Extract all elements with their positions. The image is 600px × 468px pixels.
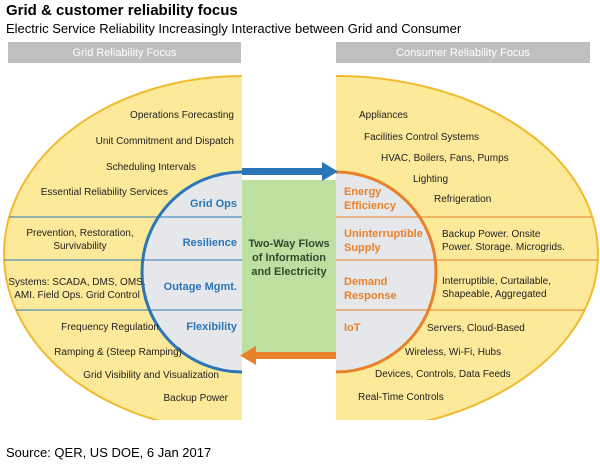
blue-arrow-head	[322, 162, 338, 181]
right-item-refrigeration: Refrigeration	[434, 194, 491, 205]
center-label-line-1: Two-Way Flows	[248, 238, 329, 250]
left-item-systems-scada: Systems: SCADA, DMS, OMS.	[8, 277, 145, 288]
right-category-supply: Supply	[344, 242, 382, 254]
right-category-iot: IoT	[344, 322, 361, 334]
blue-arrow-shaft	[242, 168, 322, 175]
right-item-power-storage: Power. Storage. Microgrids.	[442, 242, 565, 253]
left-item-unit-commitment: Unit Commitment and Dispatch	[96, 136, 234, 147]
center-label-line-3: and Electricity	[251, 266, 327, 278]
left-item-operations-forecasting: Operations Forecasting	[130, 110, 234, 121]
left-item-survivability: Survivability	[53, 241, 106, 252]
right-category-energy: Energy	[344, 186, 382, 198]
right-item-shapeable: Shapeable, Aggregated	[442, 289, 547, 300]
right-item-backup-power-onsite: Backup Power. Onsite	[442, 229, 541, 240]
left-item-essential-reliability: Essential Reliability Services	[41, 187, 168, 198]
page-title: Grid & customer reliability focus	[6, 2, 238, 19]
right-item-appliances: Appliances	[359, 110, 408, 121]
page-subtitle: Electric Service Reliability Increasingl…	[6, 21, 462, 36]
left-category-resilience: Resilience	[183, 237, 237, 249]
center-flow-band	[242, 180, 336, 355]
left-item-ami-field-ops: AMI. Field Ops. Grid Control	[14, 290, 140, 301]
right-item-servers: Servers, Cloud-Based	[427, 323, 525, 334]
orange-arrow-shaft	[256, 352, 336, 359]
right-item-interruptible: Interruptible, Curtailable,	[442, 276, 551, 287]
right-item-real-time-controls: Real-Time Controls	[358, 392, 444, 403]
left-half-ellipse	[3, 75, 242, 420]
left-inner-circle	[140, 170, 242, 374]
left-item-backup-power: Backup Power	[164, 393, 229, 404]
left-item-scheduling-intervals: Scheduling Intervals	[106, 162, 196, 173]
right-item-wireless: Wireless, Wi-Fi, Hubs	[405, 347, 501, 358]
right-item-devices: Devices, Controls, Data Feeds	[375, 369, 511, 380]
right-item-hvac: HVAC, Boilers, Fans, Pumps	[381, 153, 509, 164]
left-category-outage-mgmt: Outage Mgmt.	[164, 281, 237, 293]
right-item-facilities-control: Facilities Control Systems	[364, 132, 479, 143]
blue-flow-arrow	[242, 162, 338, 181]
left-category-grid-ops: Grid Ops	[190, 198, 237, 210]
left-item-ramping: Ramping & (Steep Ramping)	[54, 347, 182, 358]
orange-arrow-head	[240, 346, 256, 365]
left-item-prevention: Prevention, Restoration,	[26, 228, 133, 239]
left-category-flexibility: Flexibility	[186, 321, 238, 333]
left-item-grid-visibility: Grid Visibility and Visualization	[83, 370, 219, 381]
center-label-line-2: of Information	[252, 252, 326, 264]
right-category-response: Response	[344, 290, 397, 302]
right-item-lighting: Lighting	[413, 174, 448, 185]
left-item-frequency-regulation: Frequency Regulation	[61, 322, 159, 333]
grid-reliability-header: Grid Reliability Focus	[8, 42, 241, 63]
consumer-reliability-header: Consumer Reliability Focus	[336, 42, 590, 63]
right-category-uninterruptible: Uninterruptible	[344, 228, 423, 240]
right-half-ellipse	[336, 75, 599, 420]
right-category-efficiency: Efficiency	[344, 200, 397, 212]
source-note: Source: QER, US DOE, 6 Jan 2017	[6, 445, 212, 460]
right-inner-circle	[336, 170, 438, 374]
orange-flow-arrow	[240, 346, 336, 365]
right-category-demand: Demand	[344, 276, 387, 288]
